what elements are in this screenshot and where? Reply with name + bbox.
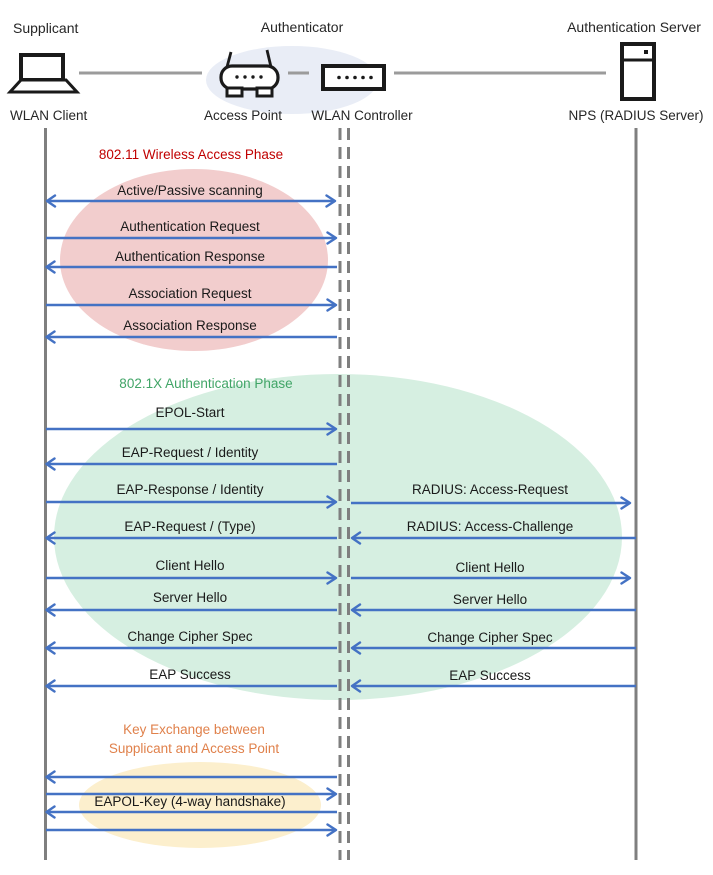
phase3-ellipse bbox=[79, 762, 321, 848]
msg-eap-success-left: EAP Success bbox=[149, 667, 231, 682]
device-label-access-point: Access Point bbox=[203, 108, 283, 123]
role-authenticator: Authenticator bbox=[260, 19, 344, 35]
msg-eapol-key-handshake: EAPOL-Key (4-way handshake) bbox=[94, 794, 286, 809]
phase3-title-line2: Supplicant and Access Point bbox=[108, 741, 280, 756]
msg-association-request: Association Request bbox=[128, 286, 252, 301]
msg-change-cipher-spec-right: Change Cipher Spec bbox=[427, 630, 553, 645]
msg-server-hello-left: Server Hello bbox=[152, 590, 228, 605]
msg-authentication-response: Authentication Response bbox=[114, 249, 266, 264]
phase3-title-line1: Key Exchange between bbox=[123, 722, 265, 737]
authenticator-group-ellipse bbox=[206, 46, 378, 114]
device-label-wlan-client: WLAN Client bbox=[10, 108, 88, 123]
msg-client-hello-left: Client Hello bbox=[155, 558, 225, 573]
access-point-icon bbox=[219, 49, 280, 98]
server-icon bbox=[620, 42, 656, 101]
role-supplicant: Supplicant bbox=[13, 20, 79, 36]
msg-radius-access-challenge: RADIUS: Access-Challenge bbox=[406, 519, 574, 534]
phase2-ellipse bbox=[54, 374, 622, 700]
msg-eap-request-identity: EAP-Request / Identity bbox=[121, 445, 259, 460]
msg-active-passive-scanning: Active/Passive scanning bbox=[117, 183, 263, 198]
msg-server-hello-right: Server Hello bbox=[452, 592, 528, 607]
phase1-title: 802.11 Wireless Access Phase bbox=[98, 147, 284, 162]
msg-epol-start: EPOL-Start bbox=[155, 405, 225, 420]
msg-change-cipher-spec-left: Change Cipher Spec bbox=[127, 629, 253, 644]
msg-association-response: Association Response bbox=[123, 318, 257, 333]
device-label-wlan-controller: WLAN Controller bbox=[311, 108, 413, 123]
msg-radius-access-request: RADIUS: Access-Request bbox=[411, 482, 569, 497]
phase2-title: 802.1X Authentication Phase bbox=[119, 376, 293, 391]
role-authentication-server: Authentication Server bbox=[567, 19, 701, 35]
laptop-icon bbox=[6, 53, 81, 94]
msg-client-hello-right: Client Hello bbox=[455, 560, 525, 575]
msg-eap-request-type: EAP-Request / (Type) bbox=[124, 519, 256, 534]
msg-authentication-request: Authentication Request bbox=[120, 219, 260, 234]
msg-eap-response-identity: EAP-Response / Identity bbox=[116, 482, 264, 497]
device-label-nps-radius-server: NPS (RADIUS Server) bbox=[568, 108, 704, 123]
wlan-controller-icon bbox=[321, 64, 386, 91]
msg-eap-success-right: EAP Success bbox=[449, 668, 531, 683]
